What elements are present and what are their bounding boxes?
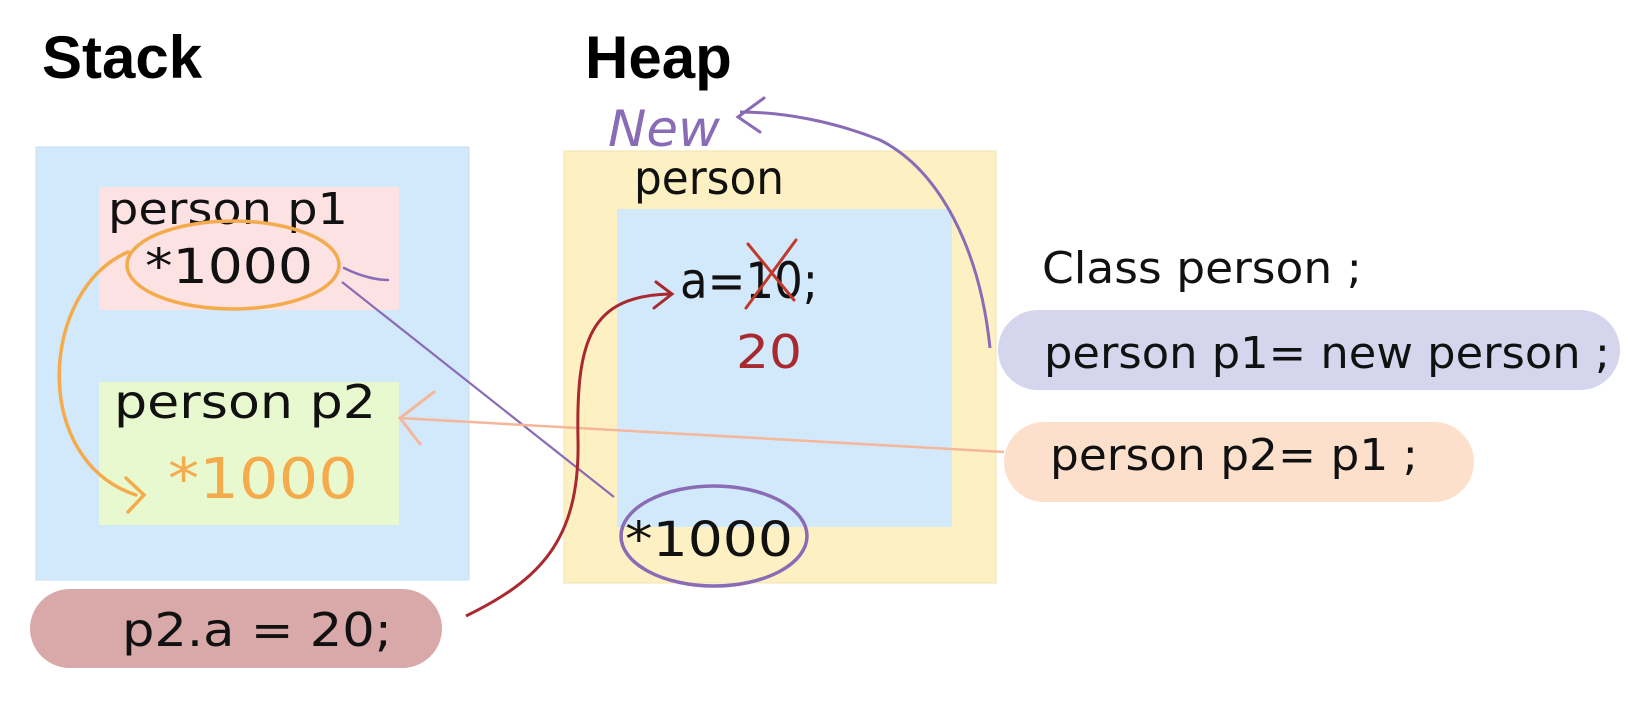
code-line-1: person p1= new person ; [1044, 328, 1610, 379]
heap-address-circle [619, 484, 809, 588]
assign-arrow [399, 416, 1005, 454]
heap-fields [617, 209, 952, 527]
code-line-3: p2.a = 20; [122, 603, 392, 657]
p1-value: *1000 [145, 239, 313, 295]
p2-label: person p2 [114, 375, 376, 429]
copy-arrow-head [124, 476, 147, 514]
update-arrow-head [652, 280, 675, 310]
p1-value-circle [125, 219, 341, 311]
new-arrow-head [735, 96, 766, 134]
new-arrow [739, 110, 992, 349]
assign-arrow-head [397, 390, 436, 446]
heap-object-label: person [634, 151, 784, 205]
update-arrow [465, 292, 671, 618]
reference-arrow-head [342, 266, 390, 282]
field-a-strikeout [744, 238, 798, 310]
p1-label: person p1 [108, 184, 348, 235]
reference-arrow [341, 281, 615, 498]
class-declaration: Class person ; [1042, 243, 1362, 294]
field-a-assignment: a=10; [680, 252, 818, 310]
new-keyword: New [608, 100, 720, 158]
code-line-1-pill [998, 310, 1620, 390]
copy-arrow [57, 250, 138, 497]
p1-frame [99, 187, 399, 310]
stack-title: Stack [42, 24, 203, 91]
p2-value: *1000 [168, 447, 358, 512]
code-line-2-pill [1004, 422, 1474, 502]
field-a-new-value: 20 [736, 325, 802, 379]
p2-frame [99, 382, 399, 525]
heap-address: *1000 [625, 512, 793, 568]
heap-title: Heap [585, 24, 732, 91]
code-line-2: person p2= p1 ; [1050, 430, 1418, 481]
code-line-3-pill [30, 589, 442, 668]
